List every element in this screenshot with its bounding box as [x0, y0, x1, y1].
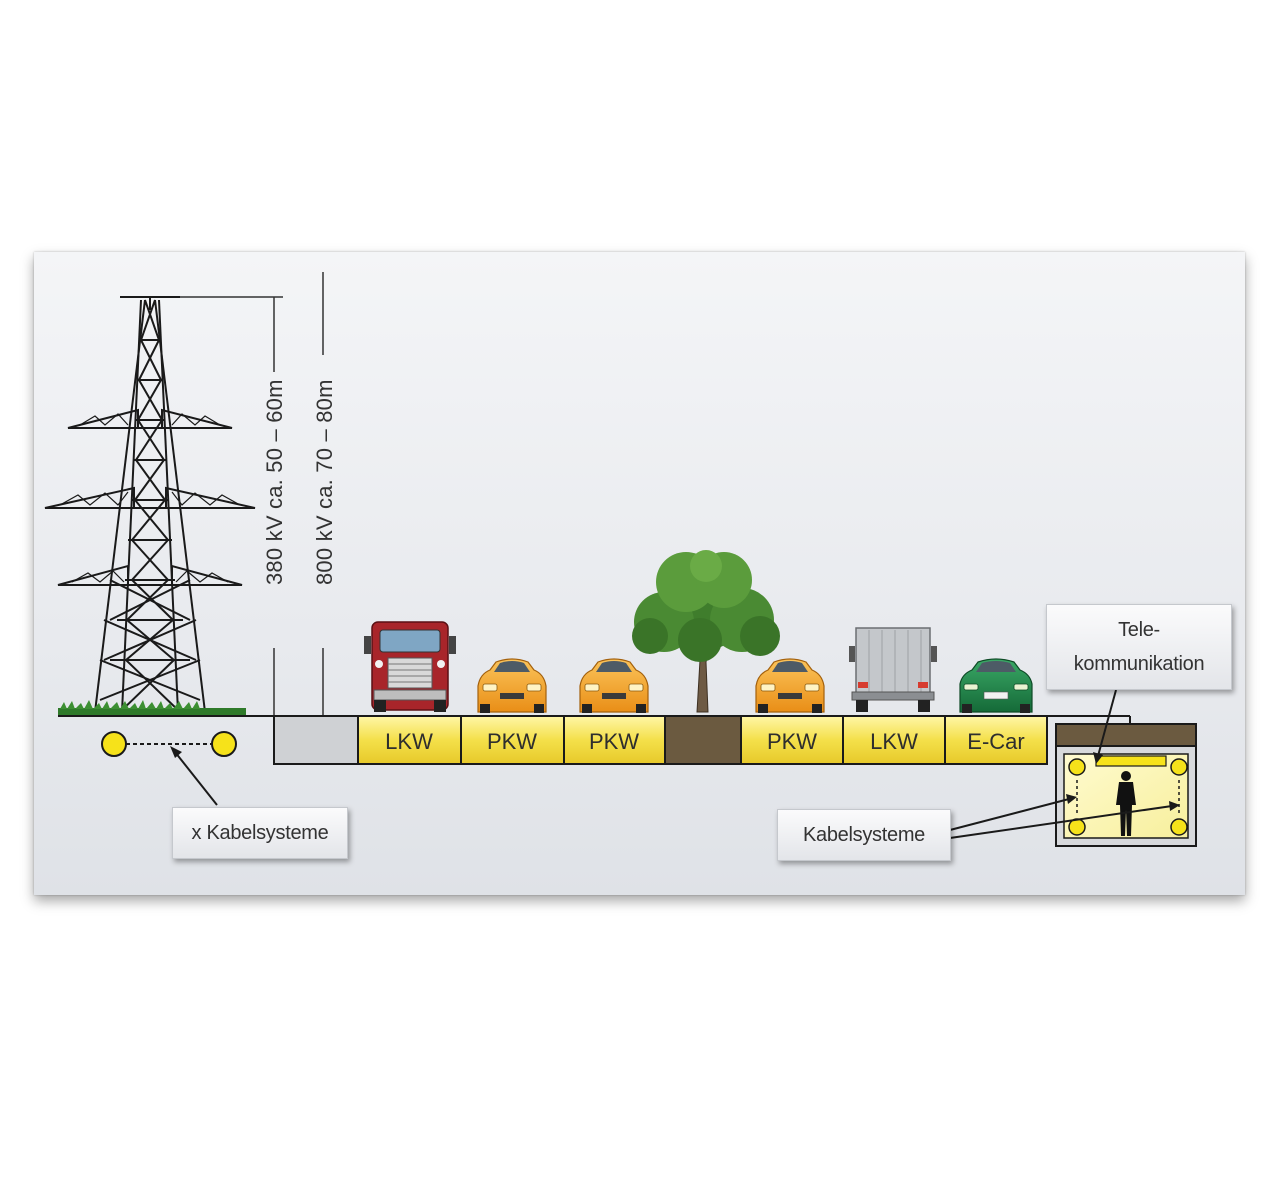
callout-label-line1: Tele- — [1118, 619, 1160, 641]
buried-cable-pair — [101, 731, 237, 757]
road-cross-section — [273, 715, 1131, 765]
tree-icon — [632, 550, 780, 713]
callout-label: Kabelsysteme — [802, 823, 925, 846]
person-icon — [1116, 771, 1136, 836]
orange-car-icon — [755, 658, 825, 713]
callout-tunnel-cables: Kabelsysteme — [777, 809, 951, 861]
arrow-icon — [170, 746, 218, 806]
grey-truck-icon — [849, 627, 937, 712]
median-strip — [664, 715, 742, 765]
callout-label: x Kabelsysteme — [191, 821, 329, 844]
sidewalk-block — [273, 715, 359, 765]
height-dimension-380kv — [180, 296, 283, 716]
lane-label: PKW — [589, 729, 639, 754]
power-pylon-icon — [44, 296, 256, 713]
lane-block — [944, 715, 1048, 765]
lane-label: LKW — [870, 729, 918, 754]
callout-label-line2: kommunikation — [1073, 653, 1205, 675]
cable-circle — [211, 731, 237, 757]
tunnel-earth-cover — [1055, 723, 1197, 747]
cable-circle — [1170, 818, 1188, 836]
lane-block — [357, 715, 462, 765]
telecom-cable-tray — [1095, 755, 1167, 767]
diagram-panel — [34, 252, 1245, 895]
lane-label: PKW — [487, 729, 537, 754]
lane-block — [842, 715, 946, 765]
orange-car-icon — [579, 658, 649, 713]
lane-label: LKW — [385, 729, 433, 754]
lane-label: E-Car — [967, 729, 1024, 754]
orange-car-icon — [477, 658, 547, 713]
lane-block — [460, 715, 565, 765]
cable-circle — [101, 731, 127, 757]
dimension-label-800kv: 800 kV ca. 70 – 80m — [312, 379, 337, 585]
arrow-icon — [949, 689, 1180, 839]
callout-overhead-cables: x Kabelsysteme — [172, 807, 348, 859]
lane-label: PKW — [767, 729, 817, 754]
grass-strip — [58, 700, 246, 717]
cable-circle — [1170, 758, 1188, 776]
dimension-label-380kv: 380 kV ca. 50 – 60m — [262, 379, 287, 585]
cable-circle — [1068, 758, 1086, 776]
cable-tunnel — [1055, 723, 1197, 847]
callout-telecom: Tele- kommunikation — [1046, 604, 1232, 690]
red-truck-icon — [364, 621, 456, 712]
green-car-icon — [959, 658, 1033, 713]
